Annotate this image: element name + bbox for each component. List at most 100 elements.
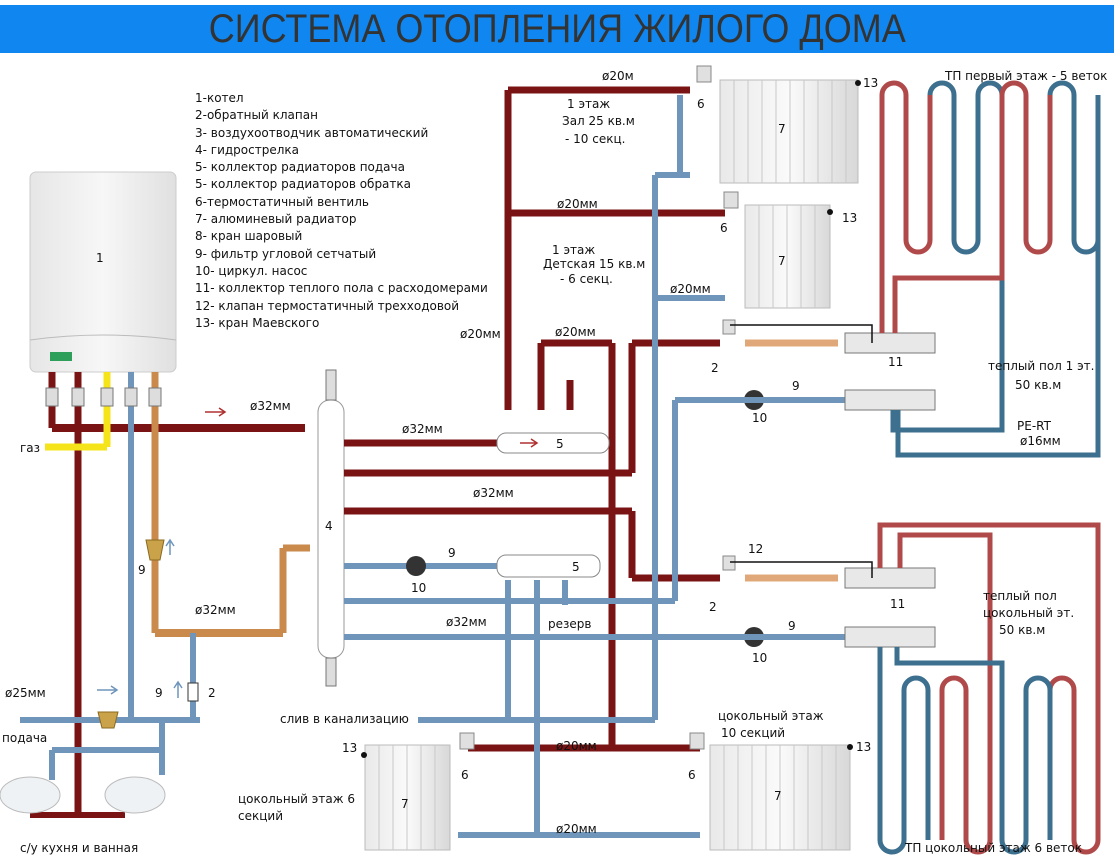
svg-text:ø32мм: ø32мм bbox=[446, 615, 487, 629]
legend-item: 5- коллектор радиаторов подача bbox=[195, 160, 405, 175]
svg-text:12: 12 bbox=[748, 542, 763, 556]
svg-text:11: 11 bbox=[888, 355, 903, 369]
svg-text:1 этаж: 1 этаж bbox=[567, 97, 610, 111]
svg-text:13: 13 bbox=[842, 211, 857, 225]
svg-text:9: 9 bbox=[138, 563, 146, 577]
radiator-kids: 7 bbox=[744, 204, 833, 309]
svg-text:резерв: резерв bbox=[548, 617, 591, 631]
svg-text:6: 6 bbox=[688, 768, 696, 782]
legend-item: 8- кран шаровый bbox=[195, 229, 303, 244]
svg-text:цокольный этаж: цокольный этаж bbox=[718, 709, 824, 723]
svg-text:9: 9 bbox=[788, 619, 796, 633]
svg-text:слив в канализацию: слив в канализацию bbox=[280, 712, 409, 726]
svg-text:ø20мм: ø20мм bbox=[556, 822, 597, 836]
svg-text:4: 4 bbox=[325, 519, 333, 533]
svg-text:Детская 15 кв.м: Детская 15 кв.м bbox=[543, 257, 645, 271]
legend: 1-котел 2-обратный клапан 3- воздухоотво… bbox=[195, 90, 488, 332]
svg-text:6: 6 bbox=[720, 221, 728, 235]
floor-loops-2 bbox=[877, 522, 1101, 855]
legend-item: 3- воздухоотводчик автоматический bbox=[195, 125, 429, 140]
svg-text:2: 2 bbox=[711, 361, 719, 375]
thermostatic-valves bbox=[459, 65, 739, 750]
svg-text:ø20мм: ø20мм bbox=[557, 197, 598, 211]
legend-item: 2-обратный клапан bbox=[195, 108, 318, 123]
radiator-basement-left: 7 bbox=[361, 744, 451, 851]
floor-loops-1 bbox=[879, 80, 1101, 458]
svg-text:10: 10 bbox=[411, 581, 426, 595]
svg-text:13: 13 bbox=[863, 76, 878, 90]
legend-item: 9- фильтр угловой сетчатый bbox=[195, 246, 377, 261]
svg-text:9: 9 bbox=[448, 546, 456, 560]
svg-text:9: 9 bbox=[792, 379, 800, 393]
water-supply-pipes bbox=[0, 682, 200, 818]
svg-text:6: 6 bbox=[461, 768, 469, 782]
svg-text:теплый пол: теплый пол bbox=[983, 589, 1057, 603]
boiler-number: 1 bbox=[96, 251, 104, 265]
svg-text:11: 11 bbox=[890, 597, 905, 611]
title-bar: СИСТЕМА ОТОПЛЕНИЯ ЖИЛОГО ДОМА bbox=[0, 5, 1114, 53]
svg-text:7: 7 bbox=[774, 789, 782, 803]
boiler-display bbox=[50, 352, 72, 361]
floor-collector-2 bbox=[844, 567, 936, 648]
svg-text:10 секций: 10 секций bbox=[721, 726, 785, 740]
legend-item: 5- коллектор радиаторов обратка bbox=[195, 177, 412, 192]
svg-text:ø25мм: ø25мм bbox=[5, 686, 46, 700]
legend-item: 4- гидрострелка bbox=[195, 142, 299, 157]
svg-text:с/у кухня и ванная: с/у кухня и ванная bbox=[20, 841, 138, 855]
sink-icon bbox=[104, 776, 166, 814]
svg-text:ø32мм: ø32мм bbox=[250, 399, 291, 413]
legend-item: 10- циркул. насос bbox=[195, 263, 308, 278]
svg-text:цокольный этаж 6: цокольный этаж 6 bbox=[238, 792, 355, 806]
svg-text:6: 6 bbox=[697, 97, 705, 111]
boiler: 1 bbox=[29, 171, 177, 373]
svg-text:7: 7 bbox=[778, 122, 786, 136]
diagram-labels: газ подача с/у кухня и ванная слив в кан… bbox=[2, 69, 1107, 855]
svg-text:ø32мм: ø32мм bbox=[473, 486, 514, 500]
svg-text:секций: секций bbox=[238, 809, 283, 823]
svg-text:ø20м: ø20м bbox=[602, 69, 634, 83]
svg-text:10: 10 bbox=[752, 411, 767, 425]
svg-text:PE-RT: PE-RT bbox=[1017, 419, 1052, 433]
page-title: СИСТЕМА ОТОПЛЕНИЯ ЖИЛОГО ДОМА bbox=[208, 6, 906, 51]
sink-icon bbox=[0, 776, 61, 814]
hydraulic-separator bbox=[317, 369, 345, 687]
svg-text:ø20мм: ø20мм bbox=[555, 325, 596, 339]
legend-item: 11- коллектор теплого пола с расходомера… bbox=[195, 281, 488, 296]
boiler-pipes bbox=[45, 372, 310, 815]
svg-text:ТП первый этаж - 5 веток: ТП первый этаж - 5 веток bbox=[944, 69, 1107, 83]
svg-text:Зал 25 кв.м: Зал 25 кв.м bbox=[562, 114, 635, 128]
svg-text:ø20мм: ø20мм bbox=[556, 739, 597, 753]
svg-text:ТП цокольный этаж 6 веток: ТП цокольный этаж 6 веток bbox=[904, 841, 1082, 855]
svg-text:подача: подача bbox=[2, 731, 47, 745]
flow-arrows bbox=[97, 407, 539, 698]
return-pipes bbox=[344, 95, 725, 838]
svg-text:теплый пол 1 эт.: теплый пол 1 эт. bbox=[988, 359, 1095, 373]
legend-item: 7- алюминевый радиатор bbox=[195, 212, 357, 227]
svg-text:9: 9 bbox=[155, 686, 163, 700]
svg-text:ø16мм: ø16мм bbox=[1020, 434, 1061, 448]
svg-text:2: 2 bbox=[208, 686, 216, 700]
legend-item: 6-термостатичный вентиль bbox=[195, 194, 369, 209]
floor-collector-1 bbox=[844, 332, 936, 411]
svg-text:ø32мм: ø32мм bbox=[195, 603, 236, 617]
svg-text:- 6 секц.: - 6 секц. bbox=[560, 272, 613, 286]
radiator-basement-right: 7 bbox=[709, 744, 853, 851]
svg-text:1 этаж: 1 этаж bbox=[552, 243, 595, 257]
legend-item: 13- кран Маевского bbox=[195, 315, 320, 330]
svg-text:- 10 секц.: - 10 секц. bbox=[565, 132, 625, 146]
mixed-pipes bbox=[745, 339, 838, 582]
svg-text:10: 10 bbox=[752, 651, 767, 665]
svg-text:7: 7 bbox=[401, 797, 409, 811]
svg-text:13: 13 bbox=[342, 741, 357, 755]
filter-icon bbox=[145, 539, 165, 561]
svg-text:7: 7 bbox=[778, 254, 786, 268]
svg-text:2: 2 bbox=[709, 600, 717, 614]
svg-text:ø20мм: ø20мм bbox=[670, 282, 711, 296]
radiator-collector-return: 5 bbox=[496, 554, 601, 578]
svg-text:5: 5 bbox=[572, 560, 580, 574]
svg-text:13: 13 bbox=[856, 740, 871, 754]
radiator-hall: 7 bbox=[719, 79, 861, 184]
radiator-collector-supply: 5 bbox=[496, 432, 610, 454]
svg-text:ø20мм: ø20мм bbox=[460, 327, 501, 341]
